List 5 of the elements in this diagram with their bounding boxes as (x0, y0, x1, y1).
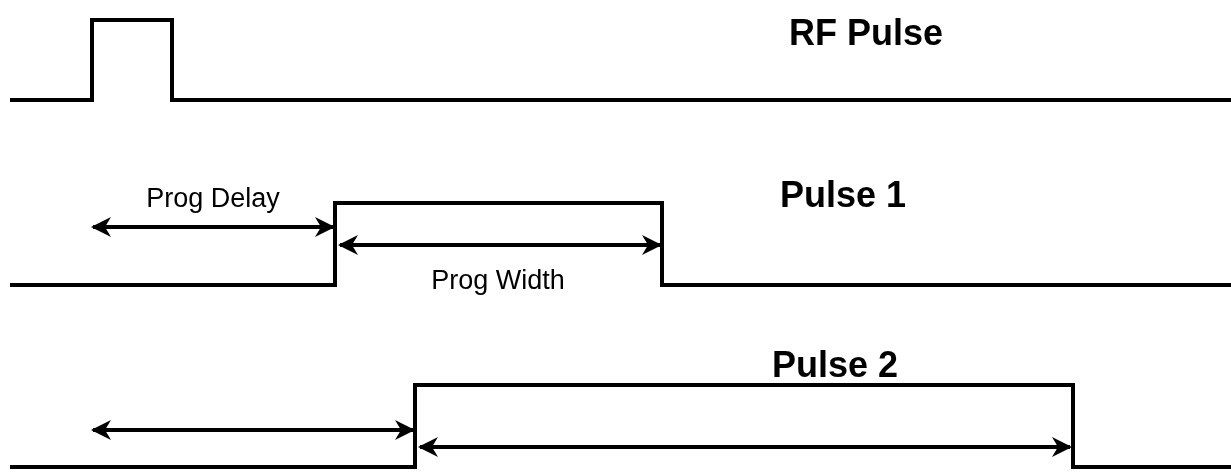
dimension-label: Prog Delay (146, 184, 280, 212)
signal-label: Pulse 2 (771, 347, 899, 383)
signal-label: RF Pulse (789, 15, 943, 51)
dimension-label: Prog Width (431, 266, 565, 294)
signal-label: Pulse 1 (779, 177, 907, 213)
